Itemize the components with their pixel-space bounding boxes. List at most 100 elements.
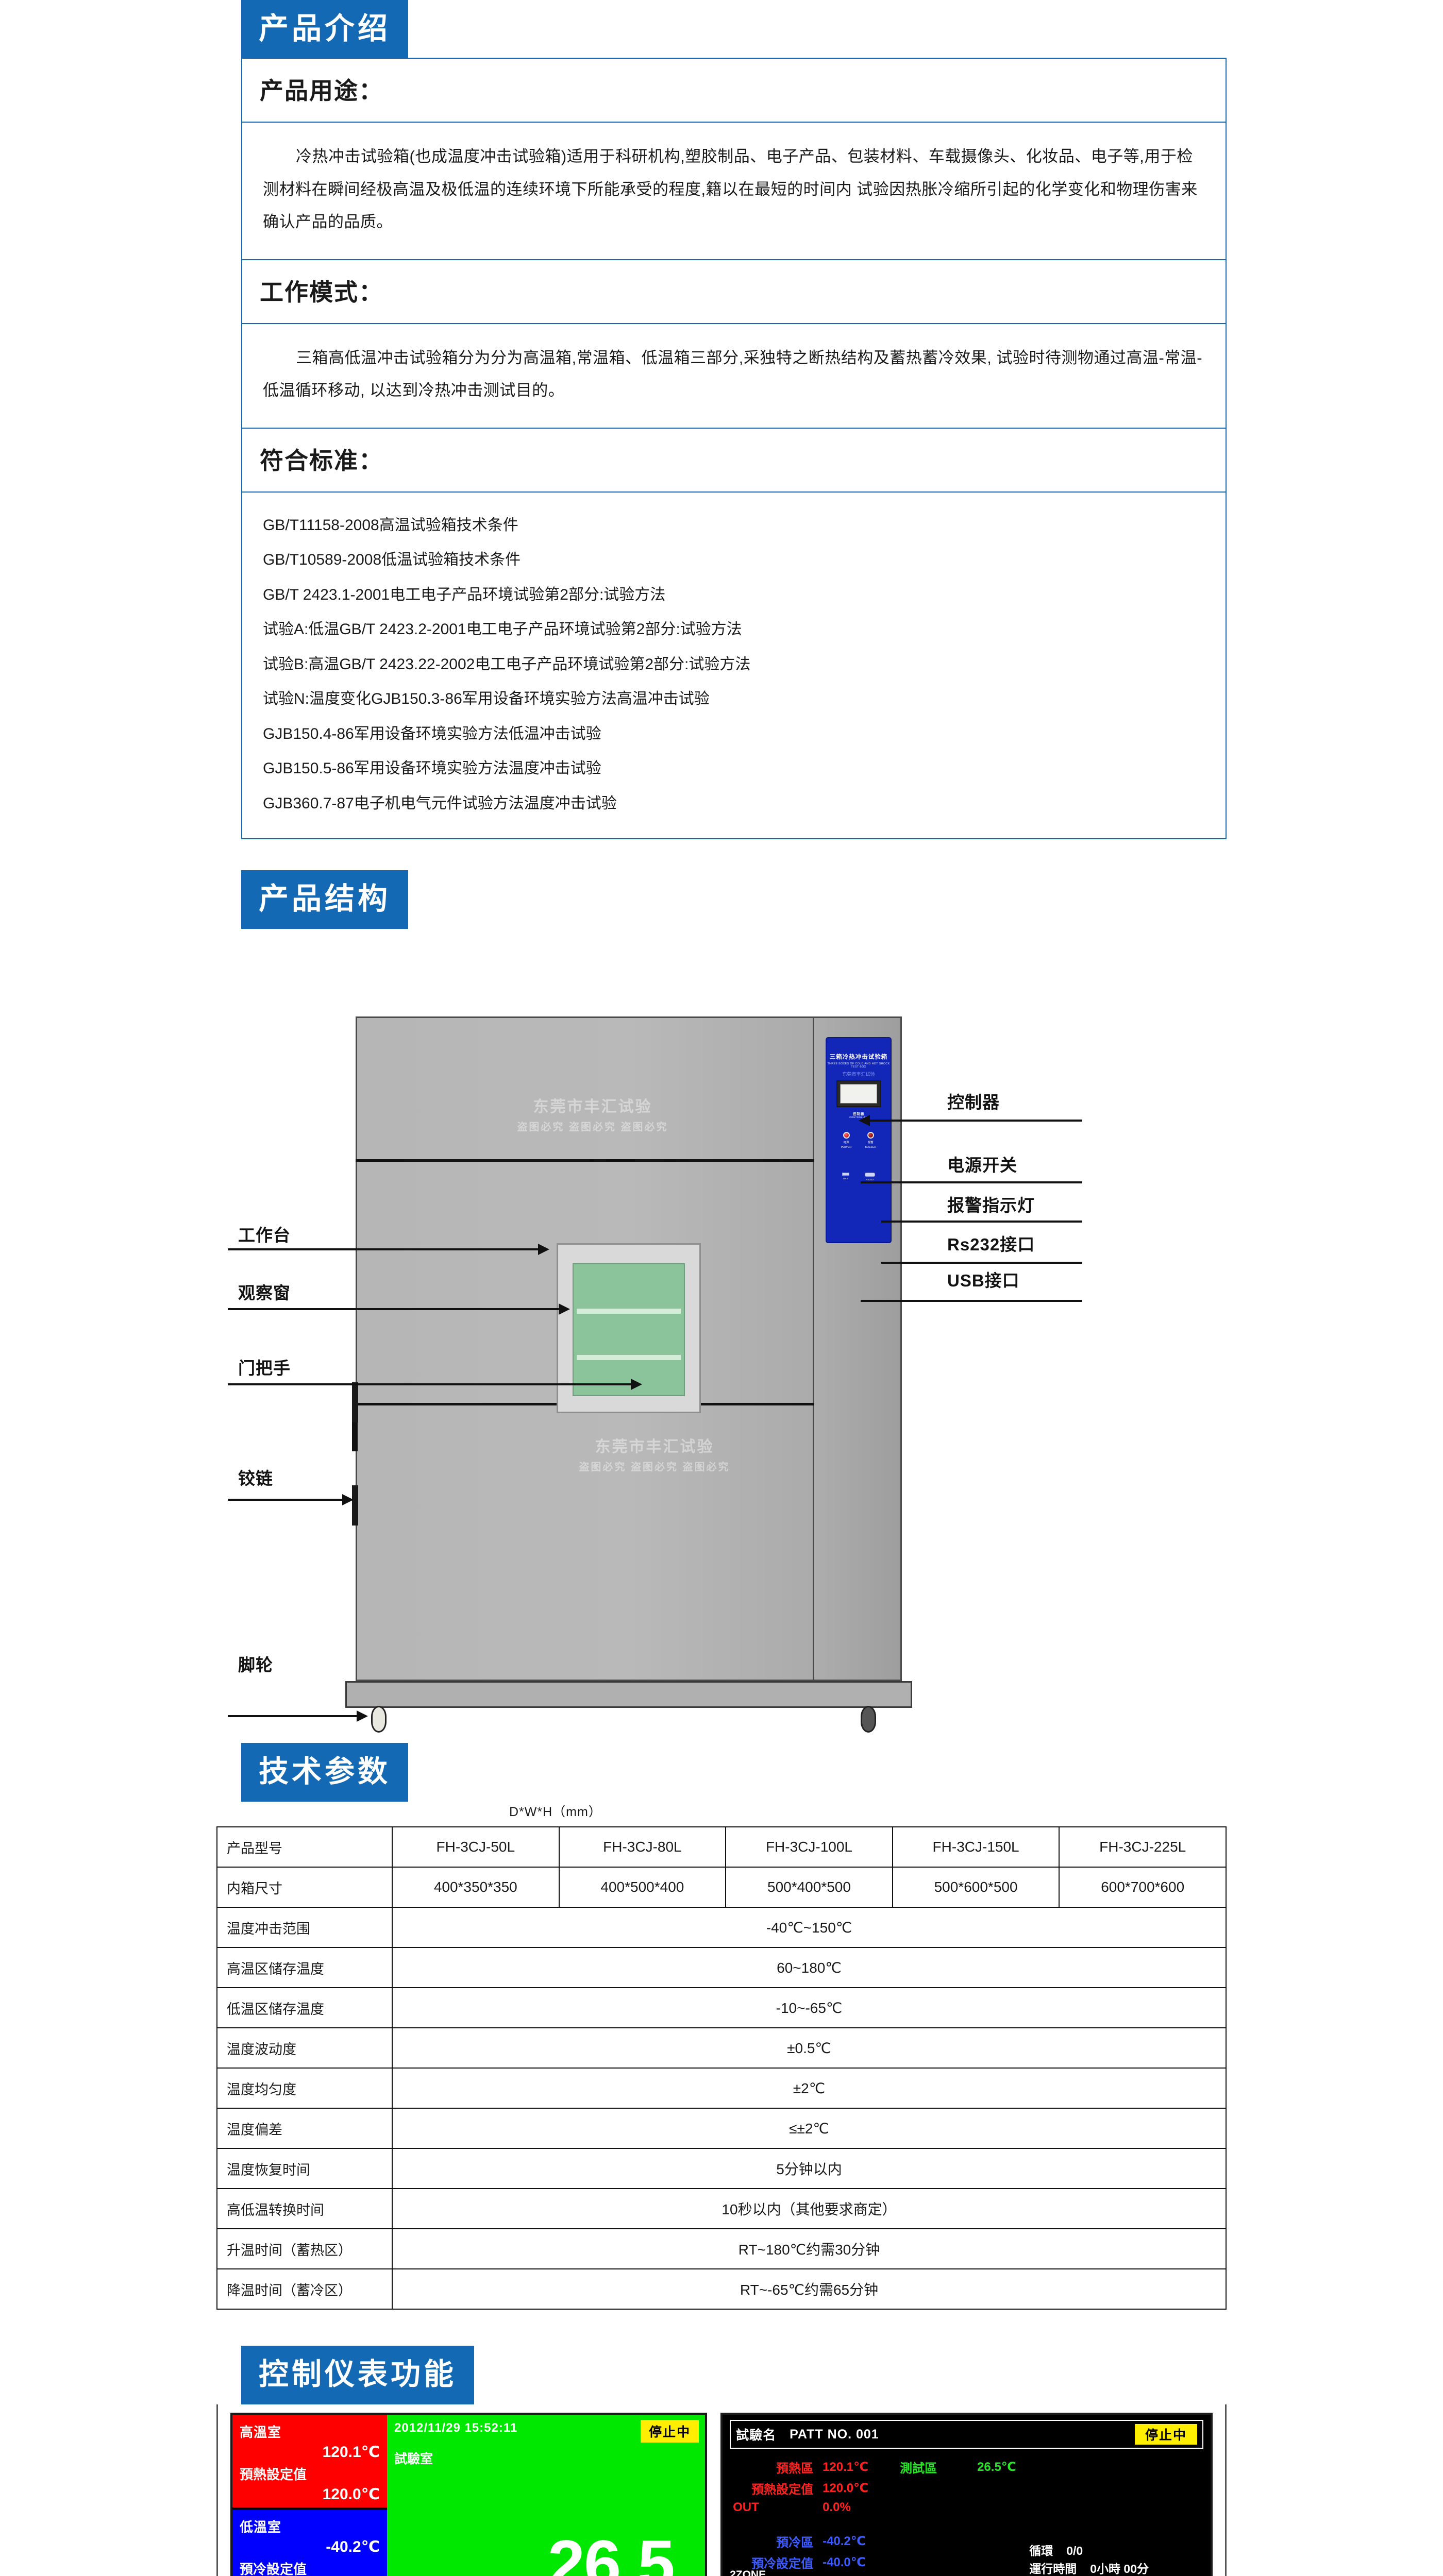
specs-section-header: 技术参数 D*W*H（mm） <box>241 1743 1227 1820</box>
hinge <box>352 1382 358 1423</box>
preheat-label: 預熱區 <box>776 2462 814 2476</box>
spec-value: RT~180℃约需30分钟 <box>392 2228 1227 2270</box>
temperature-value: 26.5 <box>547 2526 675 2576</box>
table-row: 产品型号 FH-3CJ-50L FH-3CJ-80L FH-3CJ-100L F… <box>216 1826 1227 1868</box>
preheat-pv: 120.1℃ <box>823 2460 869 2475</box>
hmi-a-side-columns: 高溫室 120.1℃ 預熱設定值 120.0℃ 低溫室 -40.2℃ 預冷設定值… <box>232 2415 387 2576</box>
hot-chamber-name: 高溫室 <box>240 2425 282 2441</box>
leader-usb-port <box>861 1300 1082 1302</box>
mode-label: 工作模式： <box>242 260 1226 324</box>
label-door-handle: 门把手 <box>238 1359 291 1378</box>
usb-port-icon[interactable] <box>842 1173 849 1176</box>
standard-item: GJB360.7-87电子机电气元件试验方法温度冲击试验 <box>263 794 617 812</box>
spec-label: 低温区储存温度 <box>216 1987 393 2029</box>
hot-chamber-sp-label: 預熱設定值 <box>240 2467 307 2483</box>
table-row: 内箱尺寸 400*350*350 400*500*400 500*400*500… <box>216 1867 1227 1908</box>
power-lamp-icon[interactable] <box>843 1132 850 1139</box>
hmi-b-header: 試驗名 PATT NO. 001 停止中 <box>730 2420 1203 2449</box>
standard-item: GB/T10589-2008低温试验箱技术条件 <box>263 551 521 569</box>
preheat-sp-label: 預熱設定值 <box>751 2483 814 2497</box>
spec-inner-0: 400*350*350 <box>392 1867 560 1908</box>
precool-pv: -40.2℃ <box>823 2534 866 2549</box>
cycle-label: 循環 <box>1029 2544 1053 2558</box>
standard-item: 试验N:温度变化GJB150.3-86军用设备环境实验方法高温冲击试验 <box>263 690 710 708</box>
leader-power-switch <box>861 1181 1082 1184</box>
hmi-panel-black-dashboard: 試驗名 PATT NO. 001 停止中 預熱區 120.1℃ 測試區 26.5… <box>720 2413 1213 2576</box>
label-usb-port: USB接口 <box>947 1271 1020 1291</box>
spec-value: -40℃~150℃ <box>392 1907 1227 1948</box>
buzzer-lamp-icon[interactable] <box>867 1132 874 1139</box>
leader-hinge <box>228 1494 354 1506</box>
leader-controller <box>859 1115 1082 1127</box>
controller-caption-en: CONTROLLER <box>827 1116 891 1118</box>
zone-tag: 2ZONE <box>730 2568 766 2576</box>
hmi-panel-b-screen: 試驗名 PATT NO. 001 停止中 預熱區 120.1℃ 測試區 26.5… <box>723 2415 1211 2576</box>
out1-value: 0.0% <box>823 2500 851 2515</box>
standards-label: 符合标准： <box>242 429 1226 493</box>
test-zone-label: 測試區 <box>900 2462 937 2476</box>
shelf <box>577 1355 681 1361</box>
structure-section-header: 产品结构 <box>241 870 1227 929</box>
shelf <box>577 1309 681 1314</box>
power-lamp-label-en: POWER <box>841 1146 852 1149</box>
standard-item: GB/T 2423.1-2001电工电子产品环境试验第2部分:试验方法 <box>263 586 666 603</box>
spec-label-model: 产品型号 <box>216 1826 393 1868</box>
standard-item: GB/T11158-2008高温试验箱技术条件 <box>263 516 518 534</box>
spec-label: 降温时间（蓄冷区） <box>216 2268 393 2310</box>
machine-control-panel: 三箱冷热冲击试验箱 THREE BOXES OF COLD AND HOT SH… <box>826 1037 892 1244</box>
spec-label: 高低温转换时间 <box>216 2188 393 2230</box>
test-name-value: PATT NO. 001 <box>790 2427 879 2442</box>
label-controller: 控制器 <box>947 1093 1000 1112</box>
standard-item: GJB150.4-86军用设备环境实验方法低温冲击试验 <box>263 725 601 742</box>
spec-value: ±0.5℃ <box>392 2027 1227 2069</box>
hmi-panel-a-screen: 高溫室 120.1℃ 預熱設定值 120.0℃ 低溫室 -40.2℃ 預冷設定值… <box>232 2415 706 2576</box>
spec-value: ≤±2℃ <box>392 2108 1227 2149</box>
hot-chamber-pv: 120.1℃ <box>322 2444 380 2461</box>
spec-label: 温度冲击范围 <box>216 1907 393 1948</box>
section-title-intro: 产品介绍 <box>241 0 409 59</box>
door-handle <box>352 1422 358 1452</box>
caster-wheel <box>861 1706 876 1733</box>
section-title-structure: 产品结构 <box>241 870 409 929</box>
label-rs232-port: Rs232接口 <box>947 1235 1035 1255</box>
spec-inner-4: 600*700*600 <box>1059 1867 1227 1908</box>
product-structure-diagram: 东莞市丰汇试验 盗图必究 盗图必究 盗图必究 东莞市丰汇试验 盗图必究 盗图必究… <box>216 939 1227 1743</box>
hmi-section-header: 控制仪表功能 <box>241 2346 1227 2405</box>
rs232-port-label: RS232 <box>866 1178 874 1181</box>
rs232-port-icon[interactable] <box>865 1173 875 1177</box>
leader-door-handle <box>228 1379 642 1391</box>
label-worktable: 工作台 <box>238 1226 291 1245</box>
spec-inner-3: 500*600*500 <box>892 1867 1060 1908</box>
out2-label: OUT <box>730 2574 823 2576</box>
label-caster: 脚轮 <box>238 1655 273 1675</box>
caster-wheel <box>371 1706 387 1733</box>
status-badge: 停止中 <box>641 2420 699 2443</box>
spec-value: ±2℃ <box>392 2067 1227 2109</box>
panel-title-cn: 三箱冷热冲击试验箱 <box>829 1054 888 1061</box>
runtime-label: 運行時間 <box>1029 2562 1077 2575</box>
grid-gap <box>730 2518 1203 2529</box>
runtime-value: 0小時 00分 <box>1090 2562 1149 2575</box>
buzzer-lamp-label-en: BUZZER <box>865 1146 877 1149</box>
standard-item: 试验B:高温GB/T 2423.22-2002电工电子产品环境试验第2部分:试验… <box>263 655 751 673</box>
buzzer-lamp-label-cn: 报警 <box>867 1141 874 1145</box>
panel-brand: 东莞市丰汇试验 <box>842 1072 875 1077</box>
hinge <box>352 1485 358 1526</box>
controller-screen[interactable] <box>840 1084 877 1104</box>
observation-window <box>557 1243 701 1414</box>
intro-box: 产品用途： 冷热冲击试验箱(也成温度冲击试验箱)适用于科研机构,塑胶制品、电子产… <box>241 58 1227 840</box>
cabinet-top-door <box>356 1016 814 1162</box>
mode-text: 三箱高低温冲击试验箱分为分为高温箱,常温箱、低温箱三部分,采独特之断热结构及蓄热… <box>242 324 1226 429</box>
section-title-specs: 技术参数 <box>241 1743 409 1802</box>
specification-table: 产品型号 FH-3CJ-50L FH-3CJ-80L FH-3CJ-100L F… <box>216 1826 1227 2310</box>
spec-label: 温度偏差 <box>216 2108 393 2149</box>
spec-label: 高温区储存温度 <box>216 1947 393 1989</box>
spec-model-1: FH-3CJ-80L <box>558 1826 727 1868</box>
spec-label: 温度波动度 <box>216 2027 393 2069</box>
test-zone-pv: 26.5℃ <box>977 2460 1016 2475</box>
cold-chamber-block: 低溫室 -40.2℃ 預冷設定值 -40.0℃ <box>232 2510 387 2576</box>
